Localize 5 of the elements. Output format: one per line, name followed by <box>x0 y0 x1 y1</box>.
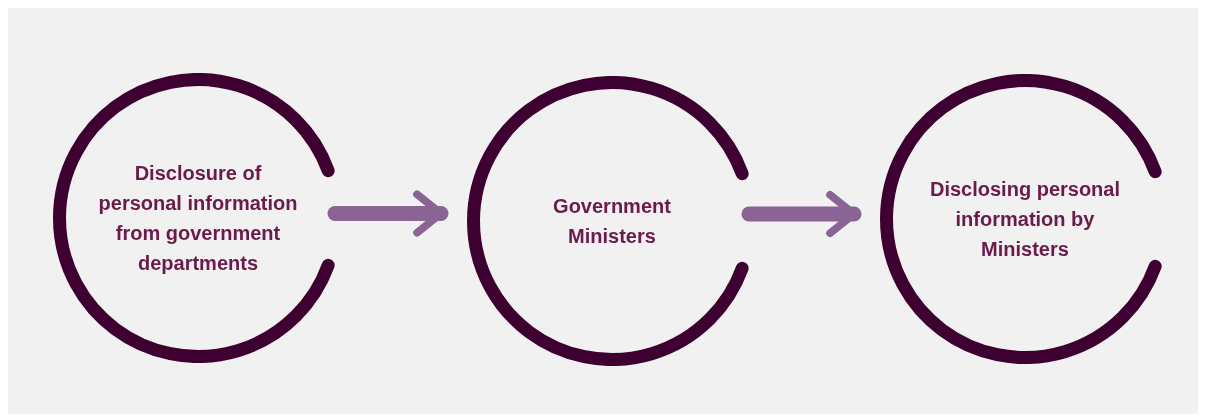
arrow <box>741 190 862 238</box>
arrow <box>327 190 449 237</box>
node-label: Disclosure of personal information from government departments <box>97 161 299 276</box>
node-label: Government Ministers <box>552 194 672 249</box>
node-label: Disclosing personal information by Ministers <box>928 177 1122 262</box>
